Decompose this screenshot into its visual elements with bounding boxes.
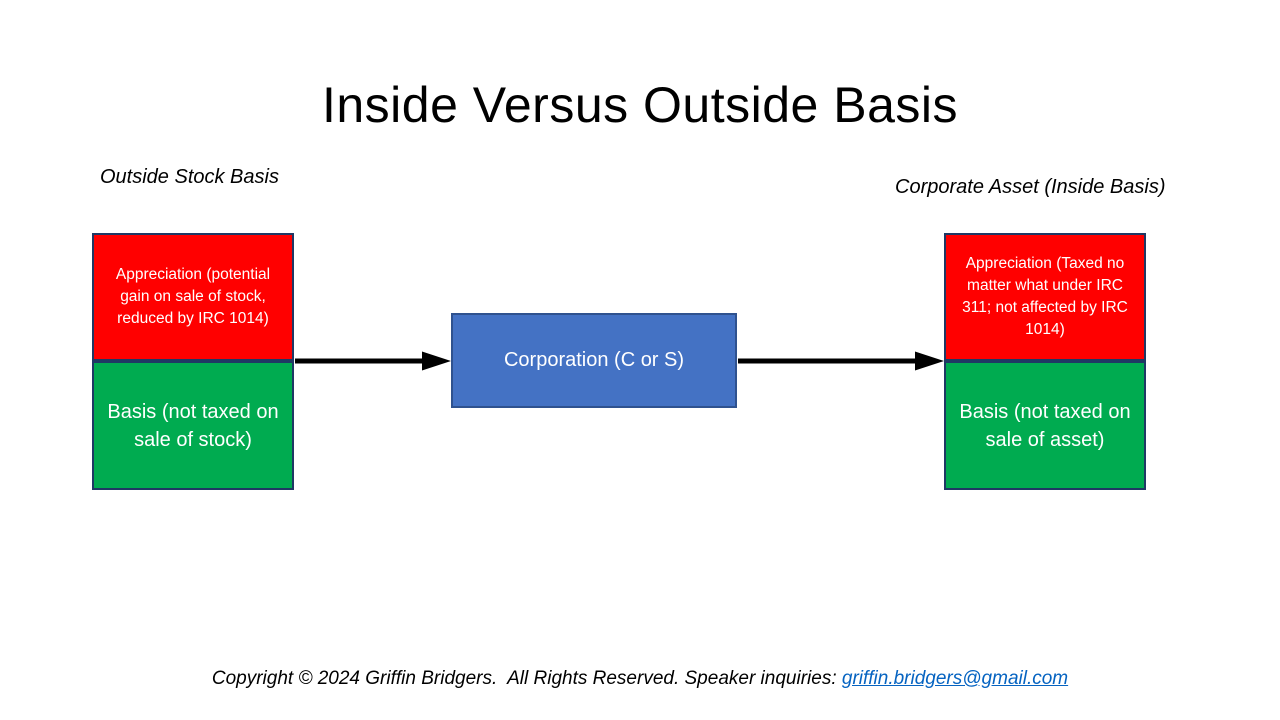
corporation-text: Corporation (C or S) xyxy=(503,349,685,371)
right-appreciation-box: Appreciation (Taxed no matter what under… xyxy=(944,233,1146,361)
left-appreciation-box: Appreciation (potential gain on sale of … xyxy=(92,233,294,361)
corporation-box: Corporation (C or S) xyxy=(451,313,737,408)
arrow-left-to-corporation xyxy=(295,351,451,371)
copyright-footer: Copyright © 2024 Griffin Bridgers. All R… xyxy=(0,668,1280,690)
copyright-text: Copyright © 2024 Griffin Bridgers. All R… xyxy=(211,668,842,689)
left-basis-box: Basis (not taxed on sale of stock) xyxy=(92,361,294,490)
right-basis-text: Basis (not taxed on sale of asset) xyxy=(959,400,1131,451)
left-appreciation-text: Appreciation (potential gain on sale of … xyxy=(115,266,271,327)
left-basis-text: Basis (not taxed on sale of stock) xyxy=(107,400,279,451)
page-title: Inside Versus Outside Basis xyxy=(321,77,959,133)
right-basis-box: Basis (not taxed on sale of asset) xyxy=(944,361,1146,490)
arrow-corporation-to-right xyxy=(738,351,944,371)
corporate-asset-label: Corporate Asset (Inside Basis) xyxy=(895,176,1166,198)
right-appreciation-text: Appreciation (Taxed no matter what under… xyxy=(962,255,1128,338)
outside-stock-basis-label: Outside Stock Basis xyxy=(100,166,279,188)
speaker-email-link[interactable]: griffin.bridgers@gmail.com xyxy=(841,668,1069,689)
